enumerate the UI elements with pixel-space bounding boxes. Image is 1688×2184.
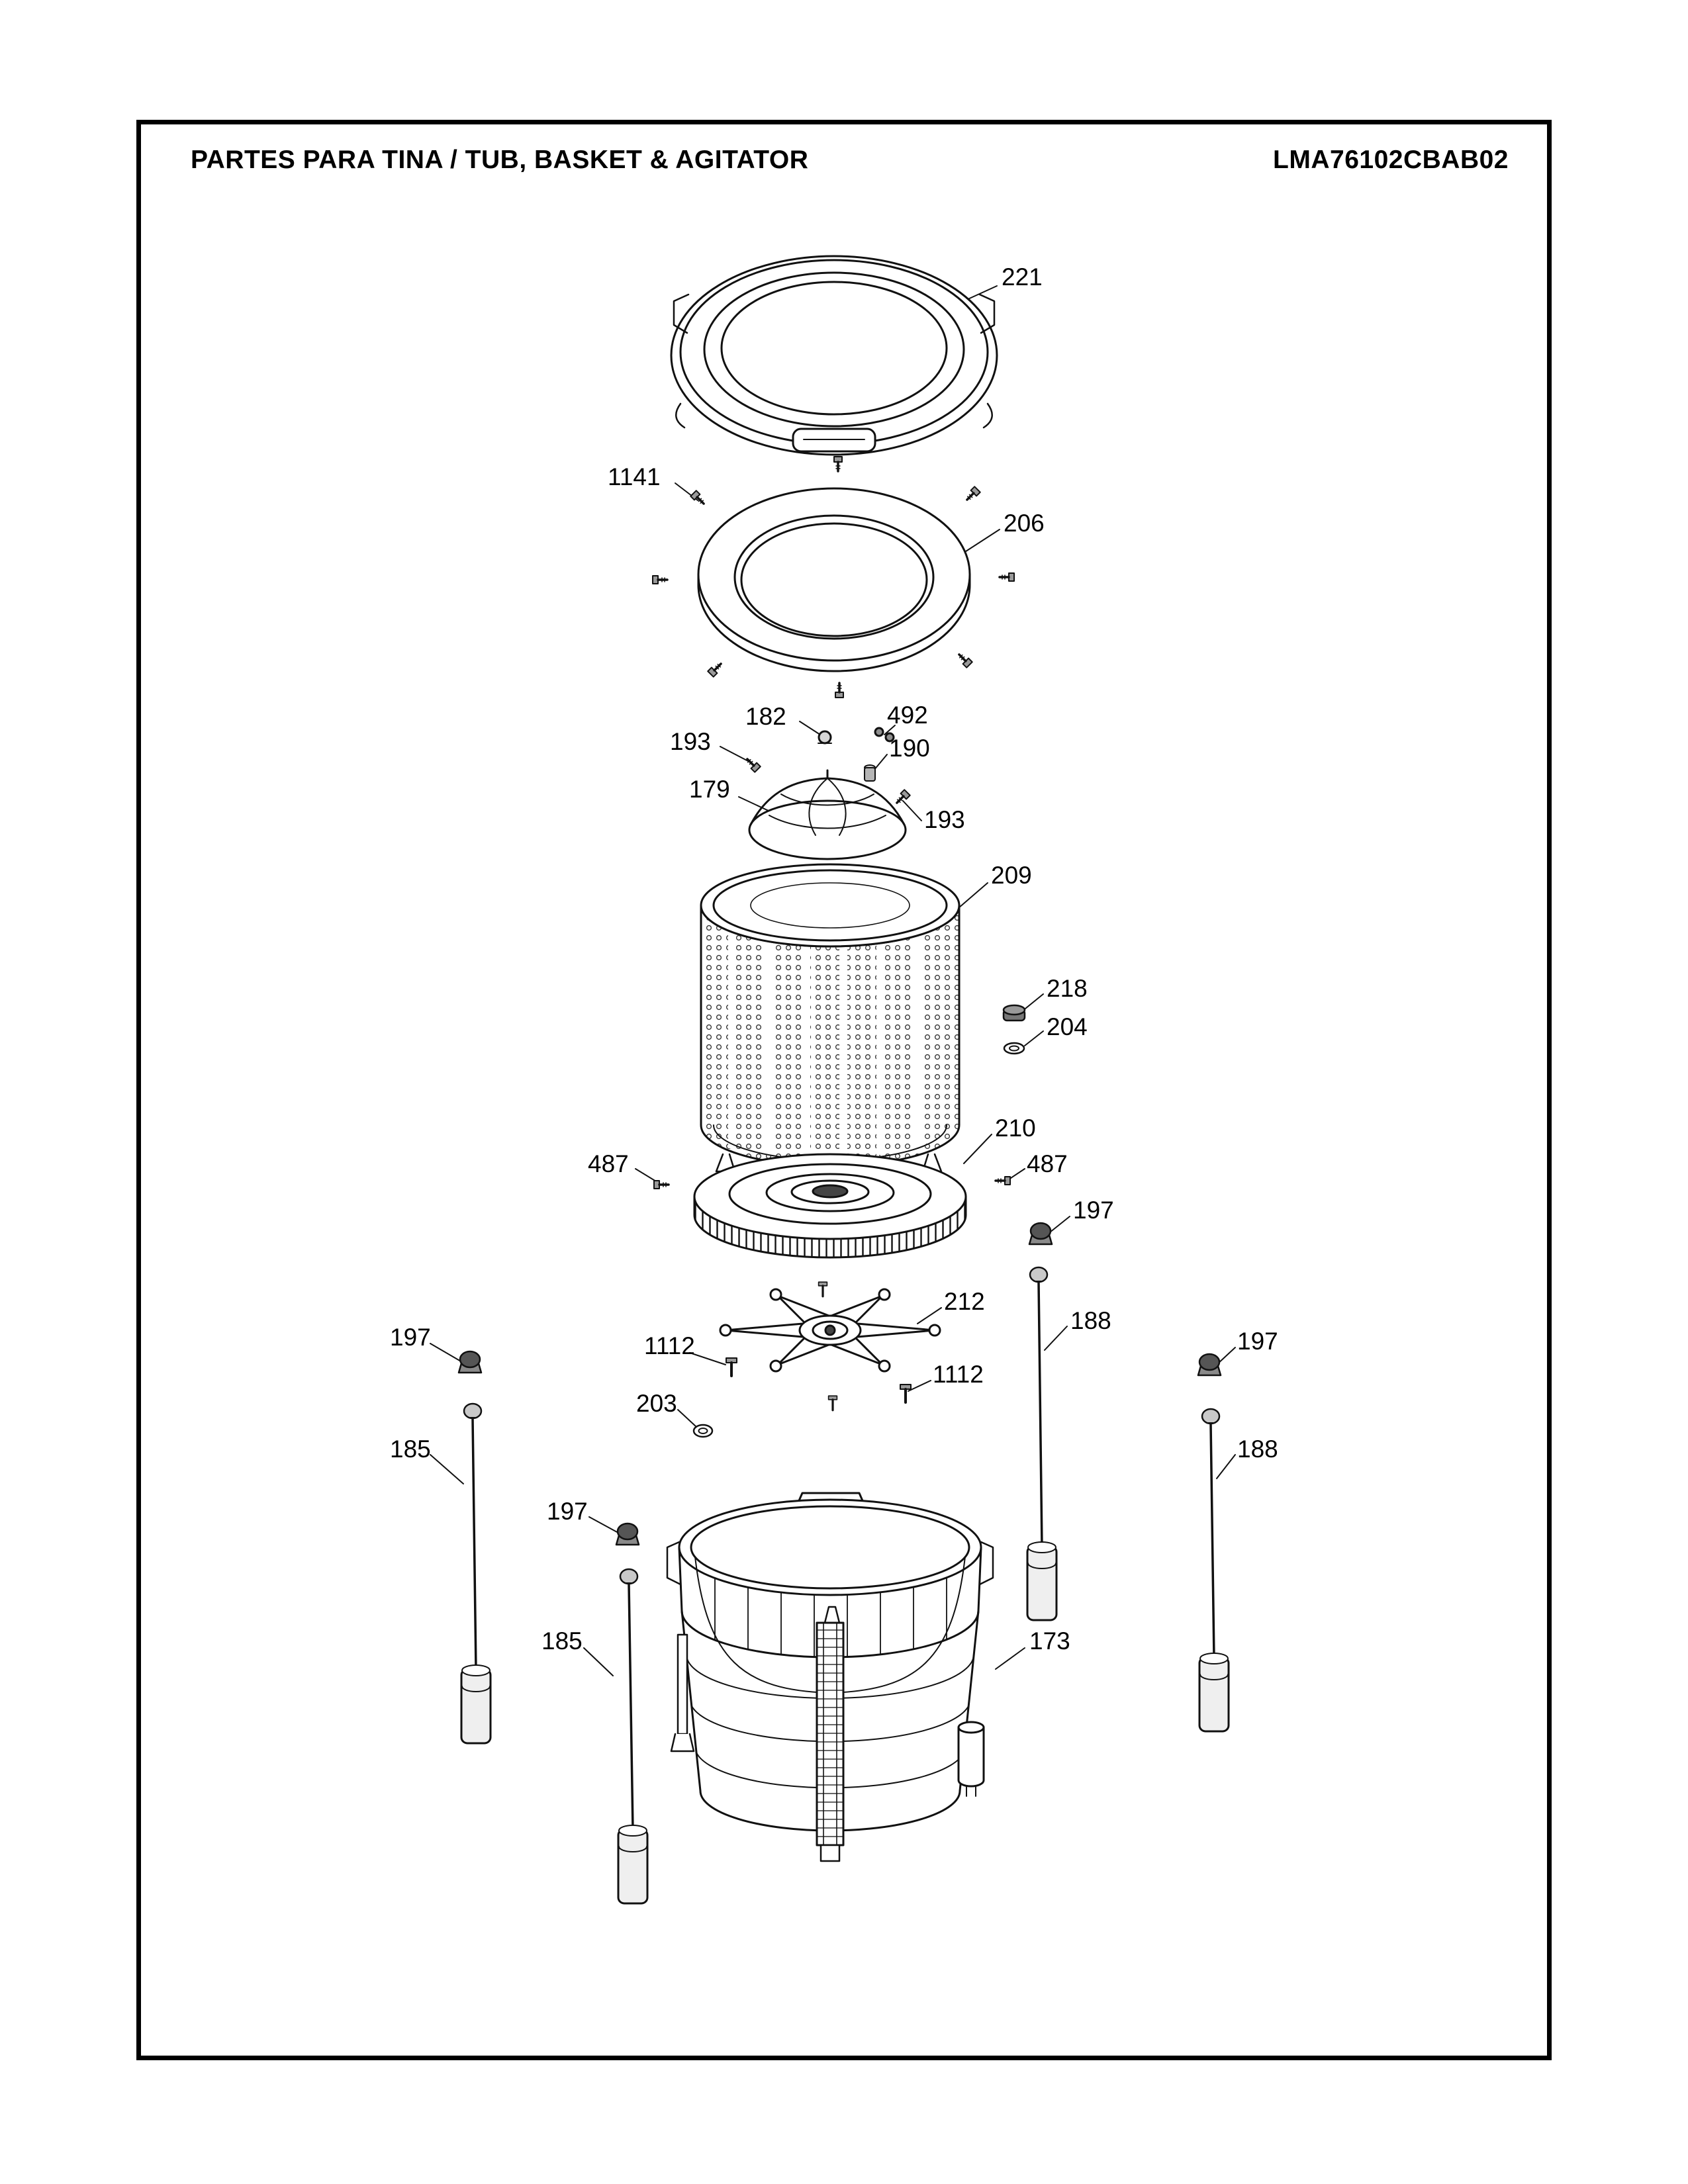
hardware-cluster — [743, 727, 912, 807]
part-agitator-cap-179 — [748, 769, 907, 860]
callout-197-d: 197 — [547, 1498, 588, 1525]
callout-197-c: 197 — [1237, 1328, 1278, 1355]
part-washer-203 — [692, 1424, 714, 1438]
callout-221: 221 — [1002, 263, 1043, 291]
callout-179: 179 — [689, 776, 730, 803]
callout-206: 206 — [1004, 510, 1045, 537]
callout-1112-b: 1112 — [933, 1361, 984, 1388]
part-balance-ring-206 — [697, 487, 971, 672]
part-cap-197-midleft — [615, 1522, 640, 1546]
callout-1141: 1141 — [608, 463, 661, 490]
callout-203: 203 — [636, 1390, 677, 1417]
callout-218: 218 — [1047, 975, 1088, 1002]
part-cap-197-right — [1197, 1353, 1222, 1377]
callout-487-a: 487 — [588, 1150, 629, 1177]
callout-487-b: 487 — [1027, 1150, 1068, 1177]
part-flange-212 — [719, 1288, 941, 1373]
page-header: PARTES PARA TINA / TUB, BASKET & AGITATO… — [191, 146, 1509, 175]
part-cap-197-midright — [1028, 1222, 1053, 1246]
callout-173: 173 — [1029, 1627, 1070, 1655]
callout-197-b: 197 — [390, 1324, 431, 1351]
callout-188-a: 188 — [1070, 1307, 1111, 1334]
callout-209: 209 — [991, 862, 1032, 889]
callout-1112-a: 1112 — [644, 1332, 695, 1359]
callout-193-b: 193 — [924, 806, 965, 833]
document-code: LMA76102CBAB02 — [1273, 146, 1509, 174]
callout-210: 210 — [995, 1115, 1036, 1142]
callout-185-b: 185 — [541, 1627, 583, 1655]
callout-492: 492 — [887, 702, 928, 729]
part-suspension-rod-185-left — [460, 1402, 492, 1745]
callout-190: 190 — [889, 735, 930, 762]
callout-204: 204 — [1047, 1013, 1088, 1040]
part-tub-cover-221 — [670, 255, 998, 456]
part-suspension-rod-188-right — [1198, 1408, 1230, 1733]
part-cap-218 — [1002, 1004, 1026, 1022]
page-title: PARTES PARA TINA / TUB, BASKET & AGITATO… — [191, 146, 809, 174]
callout-193-a: 193 — [670, 728, 711, 755]
part-outer-tub-173 — [666, 1492, 994, 1862]
part-basket-209 — [700, 863, 961, 1181]
part-suspension-rod-188-midright — [1026, 1266, 1058, 1621]
callout-212: 212 — [944, 1288, 985, 1315]
part-suspension-rod-185-mid — [617, 1568, 649, 1905]
callout-197-a: 197 — [1073, 1197, 1114, 1224]
part-cap-197-left — [457, 1350, 483, 1374]
callout-185-a: 185 — [390, 1435, 431, 1463]
callout-188-b: 188 — [1237, 1435, 1278, 1463]
part-washer-204 — [1003, 1042, 1025, 1055]
part-rotor-base-210 — [693, 1153, 967, 1259]
callout-182: 182 — [745, 703, 786, 730]
